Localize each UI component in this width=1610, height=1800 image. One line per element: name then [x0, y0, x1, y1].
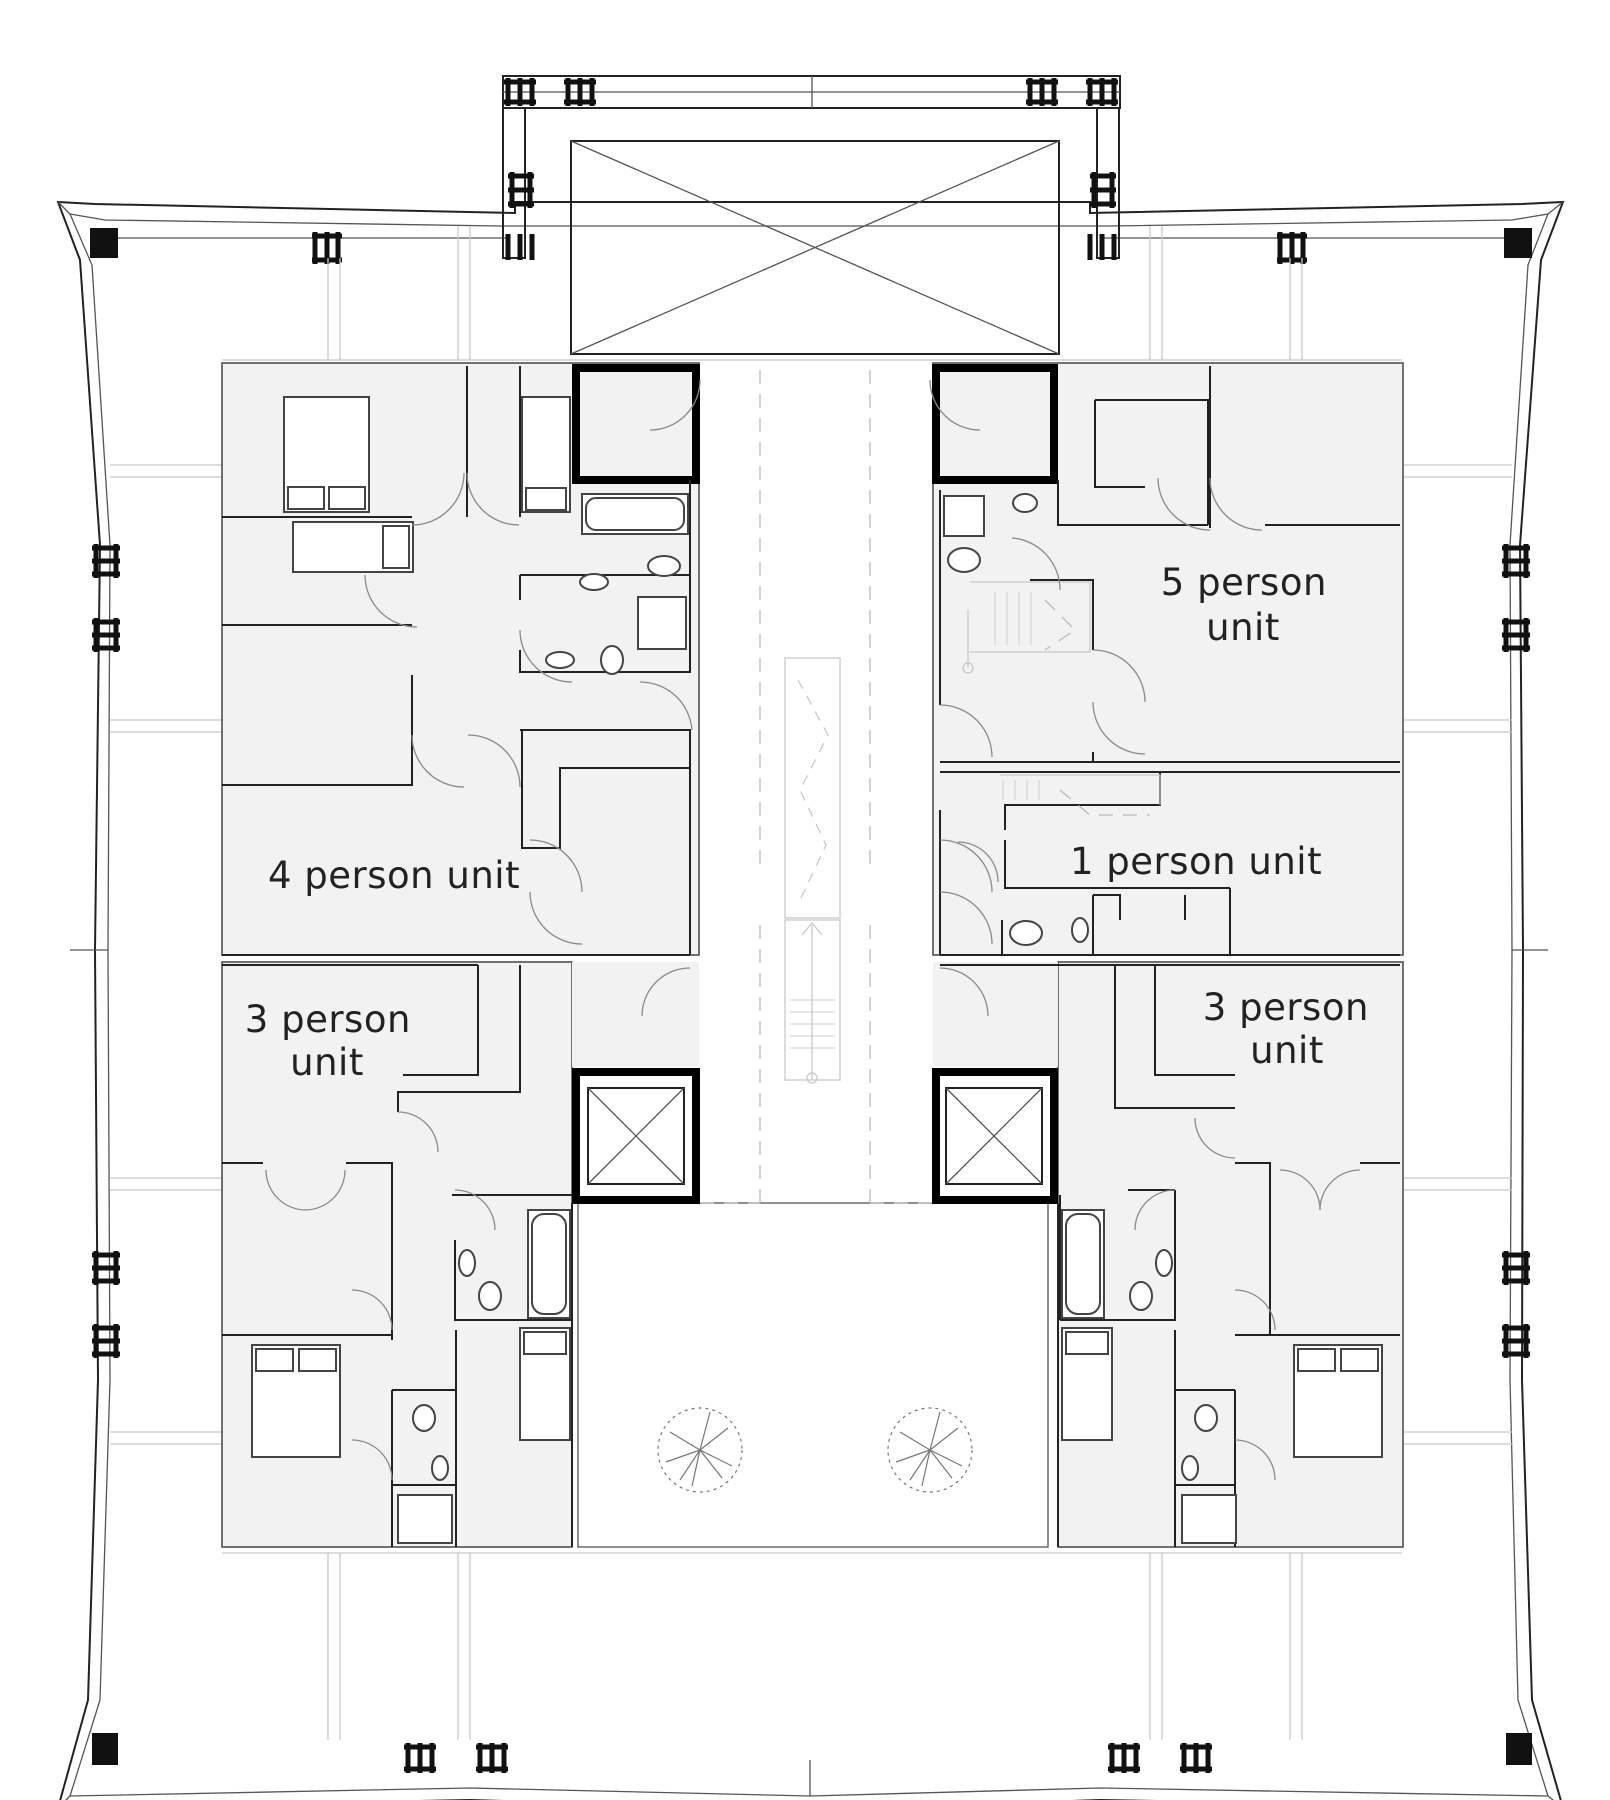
- label-one-person-unit: 1 person unit: [1070, 840, 1322, 883]
- slab-grid: [110, 226, 1512, 1740]
- tree-icon: [887, 1407, 973, 1493]
- cores: [572, 364, 1058, 1204]
- right-stairs: [962, 581, 1161, 816]
- label-four-person-unit: 4 person unit: [268, 854, 520, 897]
- door-swings: [265, 379, 1361, 1481]
- label-three-person-unit-right: 3 person unit: [1203, 986, 1381, 1072]
- central-corridor: [577, 363, 1049, 1548]
- right-interior: [939, 366, 1400, 1547]
- facade-mullions: [92, 232, 1530, 1773]
- tree-icon: [657, 1407, 743, 1493]
- label-three-person-unit-left: 3 person unit: [245, 998, 423, 1084]
- top-projection: [502, 75, 1121, 355]
- corner-columns: [90, 228, 1532, 1765]
- furniture: [251, 396, 1383, 1544]
- label-five-person-unit: 5 person unit: [1161, 561, 1339, 649]
